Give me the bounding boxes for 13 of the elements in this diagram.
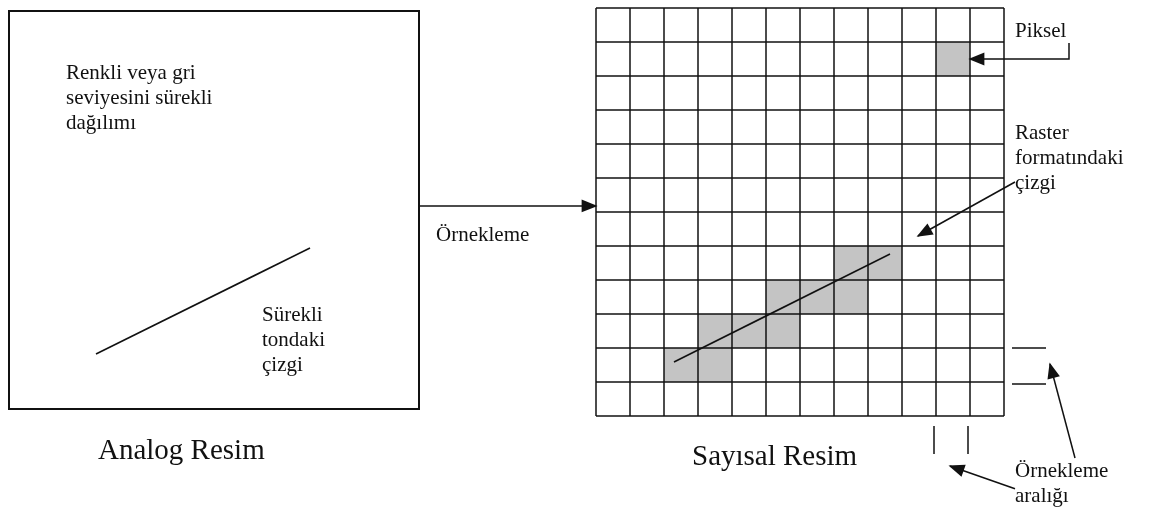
- leader-arrow: [916, 181, 1016, 237]
- analog-image-frame: [8, 10, 420, 410]
- image-caption: Sayısal Resim: [692, 438, 858, 472]
- callout-text: Örnekleme aralığı: [1015, 458, 1110, 508]
- leader-arrow: [948, 464, 1016, 490]
- callout-text: Piksel: [1015, 18, 1068, 43]
- leader-arrow: [1047, 362, 1076, 459]
- line-label: Sürekli tondaki çizgi: [262, 302, 326, 377]
- description-text: Renkli veya gri seviyesini sürekli dağılımı: [66, 60, 214, 135]
- image-caption: Analog Resim: [98, 432, 265, 466]
- leader-arrow: [968, 42, 1070, 66]
- callout-text: Raster formatındaki çizgi: [1015, 120, 1125, 195]
- arrow: [419, 199, 598, 213]
